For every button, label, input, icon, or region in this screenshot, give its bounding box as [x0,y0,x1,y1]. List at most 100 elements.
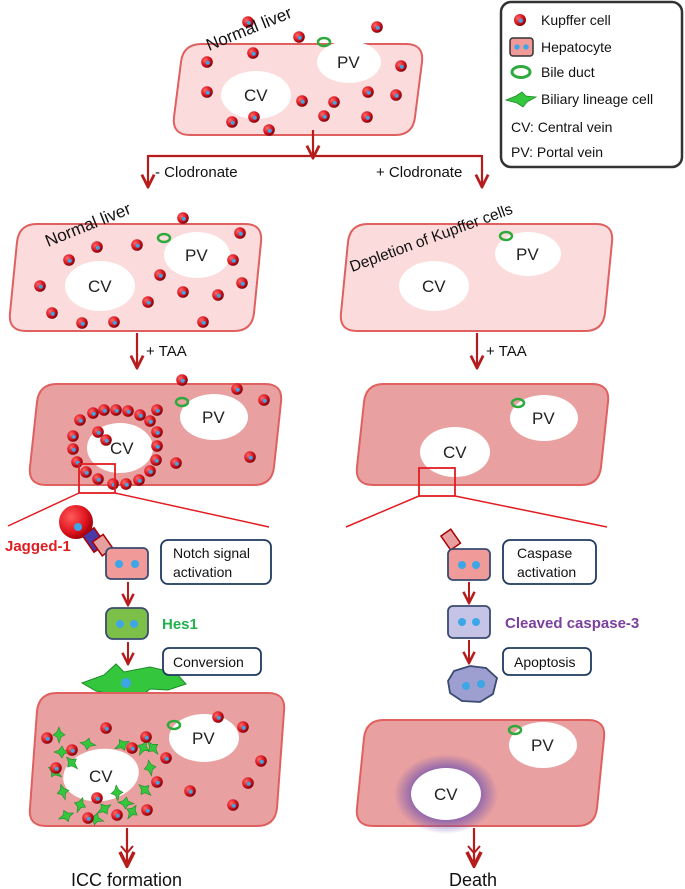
caspase-line1: Caspase [517,545,572,561]
kupffer-nucleus [181,216,186,221]
kupffer-nucleus [95,796,100,801]
conversion-box [162,647,262,676]
bile-duct [510,397,526,409]
legend-hepatocyte-icon [509,37,534,57]
kupffer-nucleus [104,726,109,731]
kupffer-nucleus [45,736,50,741]
branch-arrows: - Clodronate + Clodronate [148,130,482,187]
bottom-left-liver: CV PV [28,692,286,827]
cv-label: CV [88,277,112,296]
kupffer-nucleus [267,128,272,133]
outcome-arrows: ICC formation Death [71,828,497,889]
portal-vein [317,41,381,83]
legend-kupffer-label: Kupffer cell [541,12,611,28]
kupffer-nucleus [114,408,119,413]
pv-label: PV [531,736,554,755]
kupffer-nucleus [71,447,76,452]
biliary-cell [56,783,70,801]
kupffer-nucleus [80,321,85,326]
zoom-lines [7,492,608,528]
kupffer-nucleus [154,458,159,463]
legend-frame [499,0,684,169]
portal-vein [169,714,239,762]
kupffer-nucleus [96,430,101,435]
biliary-cell [137,740,149,757]
cleaved-label: Cleaved caspase-3 [505,615,639,632]
kupffer-nucleus [138,413,143,418]
biliary-cell [110,784,124,802]
legend-biliary-label: Biliary lineage cell [541,91,653,107]
kupffer-nucleus [130,746,135,751]
kupffer-nucleus [67,258,72,263]
central-vein [221,71,291,119]
biliary-cell [126,804,138,820]
pv-label: PV [337,53,360,72]
kupffer-nucleus [115,813,120,818]
cv-label: CV [422,277,446,296]
biliary-cell [147,741,159,756]
kupffer-nucleus [332,100,337,105]
legend-hepatocyte-label: Hepatocyte [541,39,612,55]
biliary-cell [57,809,75,823]
legend-kupffer-icon [514,14,526,26]
biliary-cell [73,796,87,814]
bile-duct [498,230,514,242]
hes1-label: Hes1 [162,616,198,633]
kupffer-nucleus [95,245,100,250]
pv-label: PV [202,408,225,427]
kupffer-nucleus [104,438,109,443]
taa-arrows: + TAA + TAA [137,333,527,368]
kupffer-nucleus [259,759,264,764]
kupffer-nucleus [148,469,153,474]
kupffer-nucleus [70,748,75,753]
caspase-box [502,539,597,585]
conversion-label: Conversion [173,654,244,670]
kupffer-nucleus [216,715,221,720]
kupffer-nucleus [78,418,83,423]
kupffer-nucleus [188,789,193,794]
jagged-kupffer-cell [59,505,93,539]
taa-left-liver: CV PV [28,374,283,494]
legend-pv-label: PV: Portal vein [511,144,603,160]
kupffer-nucleus [231,258,236,263]
right-branch-label: + Clodronate [376,164,462,181]
kupffer-nucleus [91,411,96,416]
kupffer-nucleus [146,300,151,305]
hepatocyte-stub [439,528,462,552]
kupffer-nucleus [365,115,370,120]
kupffer-nucleus [148,419,153,424]
biliary-cell [138,784,152,796]
portal-vein [164,232,230,278]
cv-label: CV [434,785,458,804]
portal-vein [180,394,248,440]
cleaved-caspase-cell [447,605,491,639]
kupffer-nucleus [96,477,101,482]
death-label: Death [449,870,497,889]
biliary-cell [65,756,79,770]
kupffer-nucleus [241,725,246,730]
kupffer-nucleus [155,780,160,785]
cv-label: CV [89,767,113,786]
bile-duct [507,724,523,736]
kupffer-nucleus [50,311,55,316]
central-vein [411,768,481,820]
legend: Kupffer cell Hepatocyte Bile duct Biliar… [499,0,684,169]
biliary-nucleus [121,678,131,688]
bile-duct [156,232,172,244]
jagged-label: Jagged-1 [5,538,71,555]
left-branch-label: - Clodronate [155,164,238,181]
cv-label: CV [110,439,134,458]
taa-left-label: + TAA [146,343,187,360]
kupffer-nucleus [112,320,117,325]
apoptosis-box [502,647,592,676]
taa-right-label: + TAA [486,343,527,360]
kupffer-nucleus [246,20,251,25]
kupffer-nucleus [155,444,160,449]
pv-label: PV [532,409,555,428]
kupffer-nucleus [180,378,185,383]
pv-label: PV [185,246,208,265]
kupffer-nucleus [252,115,257,120]
portal-vein [495,232,561,276]
caspase-line2: activation [517,564,576,580]
